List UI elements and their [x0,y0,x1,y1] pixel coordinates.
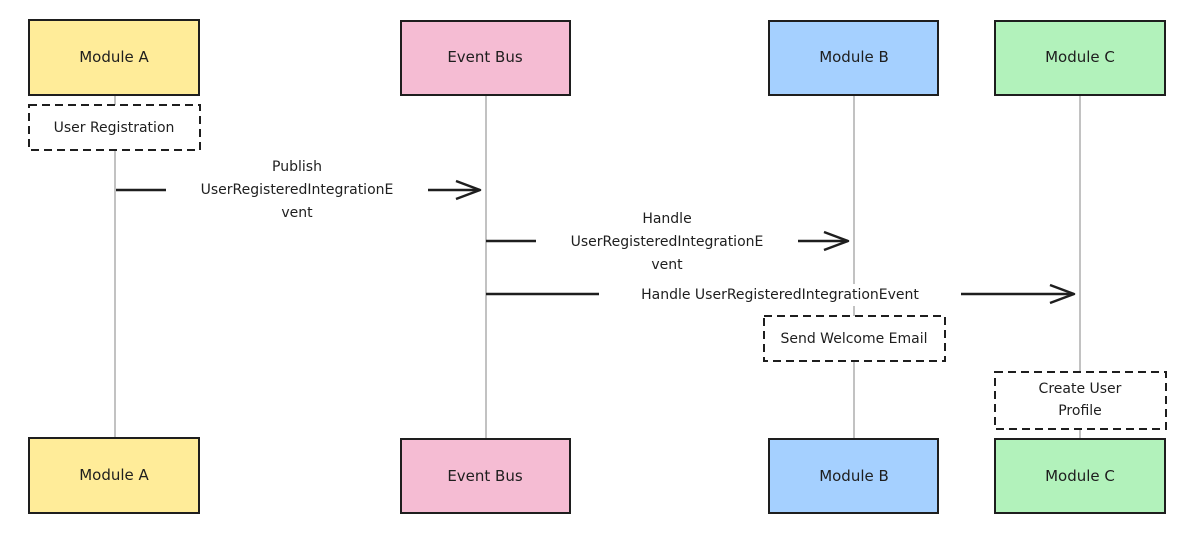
actor-module-b-top: Module B [768,20,939,96]
message-handle-module-b: Handle UserRegisteredIntegrationE vent [486,207,850,275]
message-label-line: vent [651,257,683,273]
actor-module-a-bottom: Module A [28,437,200,514]
actor-module-a-top: Module A [28,19,200,96]
note-label-line: Profile [1058,403,1102,419]
note-user-registration: User Registration [28,104,201,151]
actor-event-bus-bottom: Event Bus [400,438,571,514]
actor-label: Module C [1045,467,1115,485]
note-label: Send Welcome Email [780,331,927,347]
actor-label: Module B [819,467,889,485]
message-publish: Publish UserRegisteredIntegrationE vent [116,155,482,225]
message-label-line: vent [281,205,313,221]
actor-label: Module B [819,48,889,66]
message-label-line: Handle [642,211,691,227]
actor-label: Module A [79,466,149,484]
actor-label: Event Bus [447,48,523,66]
actor-event-bus-top: Event Bus [400,20,571,96]
message-label-line: Handle UserRegisteredIntegrationEvent [641,287,919,303]
actor-module-c-top: Module C [994,20,1166,96]
message-label-line: UserRegisteredIntegrationE [571,234,764,250]
actor-module-c-bottom: Module C [994,438,1166,514]
note-label-line: Create User [1039,381,1122,397]
message-label-line: UserRegisteredIntegrationE [201,182,394,198]
message-handle-module-c: Handle UserRegisteredIntegrationEvent [486,283,1076,306]
actor-label: Event Bus [447,467,523,485]
message-label-line: Publish [272,159,322,175]
note-label: User Registration [54,120,175,136]
actor-label: Module C [1045,48,1115,66]
actor-label: Module A [79,48,149,66]
note-send-welcome-email: Send Welcome Email [763,315,946,362]
note-create-user-profile: Create User Profile [994,371,1167,430]
actor-module-b-bottom: Module B [768,438,939,514]
